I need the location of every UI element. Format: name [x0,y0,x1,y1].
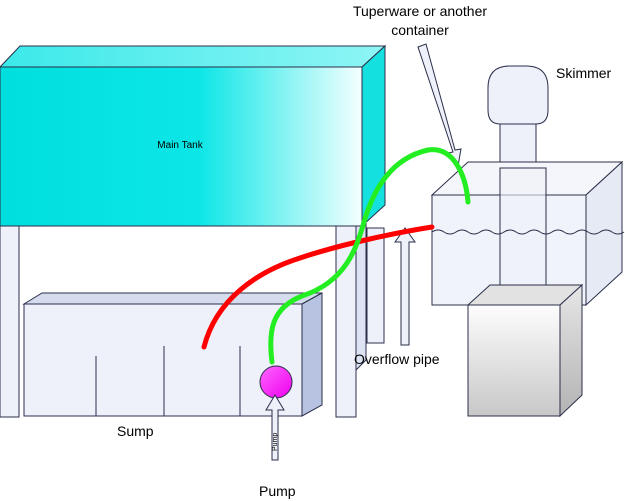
sump-top [22,292,323,305]
main-tank-label: Main Tank [157,140,203,151]
stand-leg-left [0,225,20,418]
sump-baffles [95,346,241,416]
water-line [431,229,625,235]
red-hose [201,224,435,350]
skimmer-base [466,283,584,418]
pump-label: Pump [259,483,296,499]
skimmer-label: Skimmer [556,65,612,81]
sump-side [301,292,323,417]
tuperware-label-line2: container [391,22,449,38]
skimmer-base-side [559,283,583,418]
tuperware-label-line1: Tuperware or another [353,3,487,19]
main-tank: Main Tank [0,44,387,228]
green-hose [268,147,471,365]
skimmer-base-front [467,304,561,417]
sump-label: Sump [117,423,154,439]
main-tank-top [0,45,387,68]
sump-front [23,303,303,417]
skimmer [487,65,549,169]
skimmer-column [499,167,547,291]
overflow-pipe [366,227,385,344]
tuperware-arrow [417,43,462,168]
pump-arrow-text: Pump [272,433,279,451]
skimmer-neck [499,123,537,169]
overflow-arrow [394,227,416,346]
main-tank-front [0,66,363,227]
overflow-pipe-label: Overflow pipe [354,351,440,367]
sump: Sump [22,292,323,439]
pump [259,365,293,399]
pump-arrow [265,394,285,461]
tuperware-container [430,160,625,307]
skimmer-cup [487,65,549,125]
